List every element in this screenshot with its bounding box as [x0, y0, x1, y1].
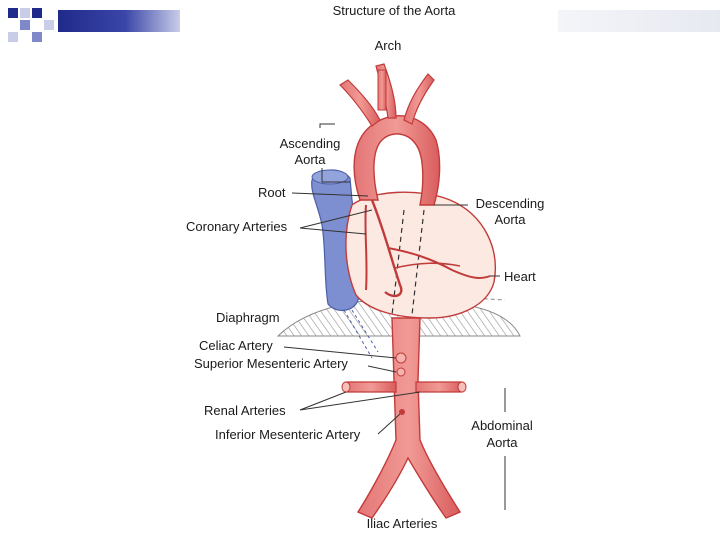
renal-end-right — [457, 381, 467, 393]
renal-artery-left — [345, 381, 397, 393]
label-iliac: Iliac Arteries — [367, 516, 438, 531]
label-ascending-line1: Ascending — [280, 136, 341, 151]
leader-coronary — [299, 209, 373, 235]
deco-square — [20, 20, 30, 30]
renal-end-left — [341, 381, 351, 393]
deco-square — [32, 32, 42, 42]
label-descending-line1: Descending — [476, 196, 545, 211]
label-inferior-mesenteric: Inferior Mesenteric Artery — [215, 427, 361, 442]
sma-origin — [396, 367, 406, 377]
leader-root — [291, 192, 369, 197]
label-renal: Renal Arteries — [204, 403, 286, 418]
coronary-artery-twig — [394, 262, 461, 269]
label-root: Root — [258, 185, 286, 200]
diaphragm-dash-2 — [351, 309, 379, 353]
ima-origin — [399, 409, 405, 415]
label-diaphragm: Diaphragm — [216, 310, 280, 325]
deco-square — [8, 32, 18, 42]
corner-decoration — [0, 0, 190, 48]
deco-square — [32, 8, 42, 18]
leader-ascending — [319, 123, 350, 183]
label-ascending-line2: Aorta — [294, 152, 326, 167]
aortic-arch — [353, 115, 441, 206]
deco-square — [20, 8, 30, 18]
label-celiac: Celiac Artery — [199, 338, 273, 353]
brachiocephalic-branch — [339, 79, 381, 127]
subclavian-branch — [403, 73, 435, 125]
abdominal-aorta — [356, 317, 462, 519]
upper-branch — [377, 69, 387, 111]
deco-square — [8, 8, 18, 18]
label-coronary: Coronary Arteries — [186, 219, 288, 234]
blue-vessel — [311, 169, 361, 311]
renal-artery-right — [415, 381, 463, 393]
header-bar-left — [58, 10, 180, 32]
deco-square — [44, 20, 54, 30]
label-heart: Heart — [504, 269, 536, 284]
leader-ima — [377, 413, 401, 435]
label-abdominal-line2: Aorta — [486, 435, 518, 450]
label-descending-line2: Aorta — [494, 212, 526, 227]
coronary-artery-right — [364, 204, 368, 291]
header-bar-right — [558, 10, 720, 32]
label-arch: Arch — [375, 38, 402, 53]
leader-celiac — [283, 346, 397, 359]
coronary-artery-branch — [387, 247, 491, 279]
coronary-artery-left — [370, 199, 403, 298]
label-abdominal-line1: Abdominal — [471, 418, 533, 433]
blue-vessel-opening — [311, 169, 349, 185]
leader-renal — [299, 391, 421, 411]
label-superior-mesenteric: Superior Mesenteric Artery — [194, 356, 348, 371]
celiac-origin — [395, 352, 407, 364]
diagram-title: Structure of the Aorta — [333, 3, 457, 18]
leader-sma — [367, 365, 397, 373]
